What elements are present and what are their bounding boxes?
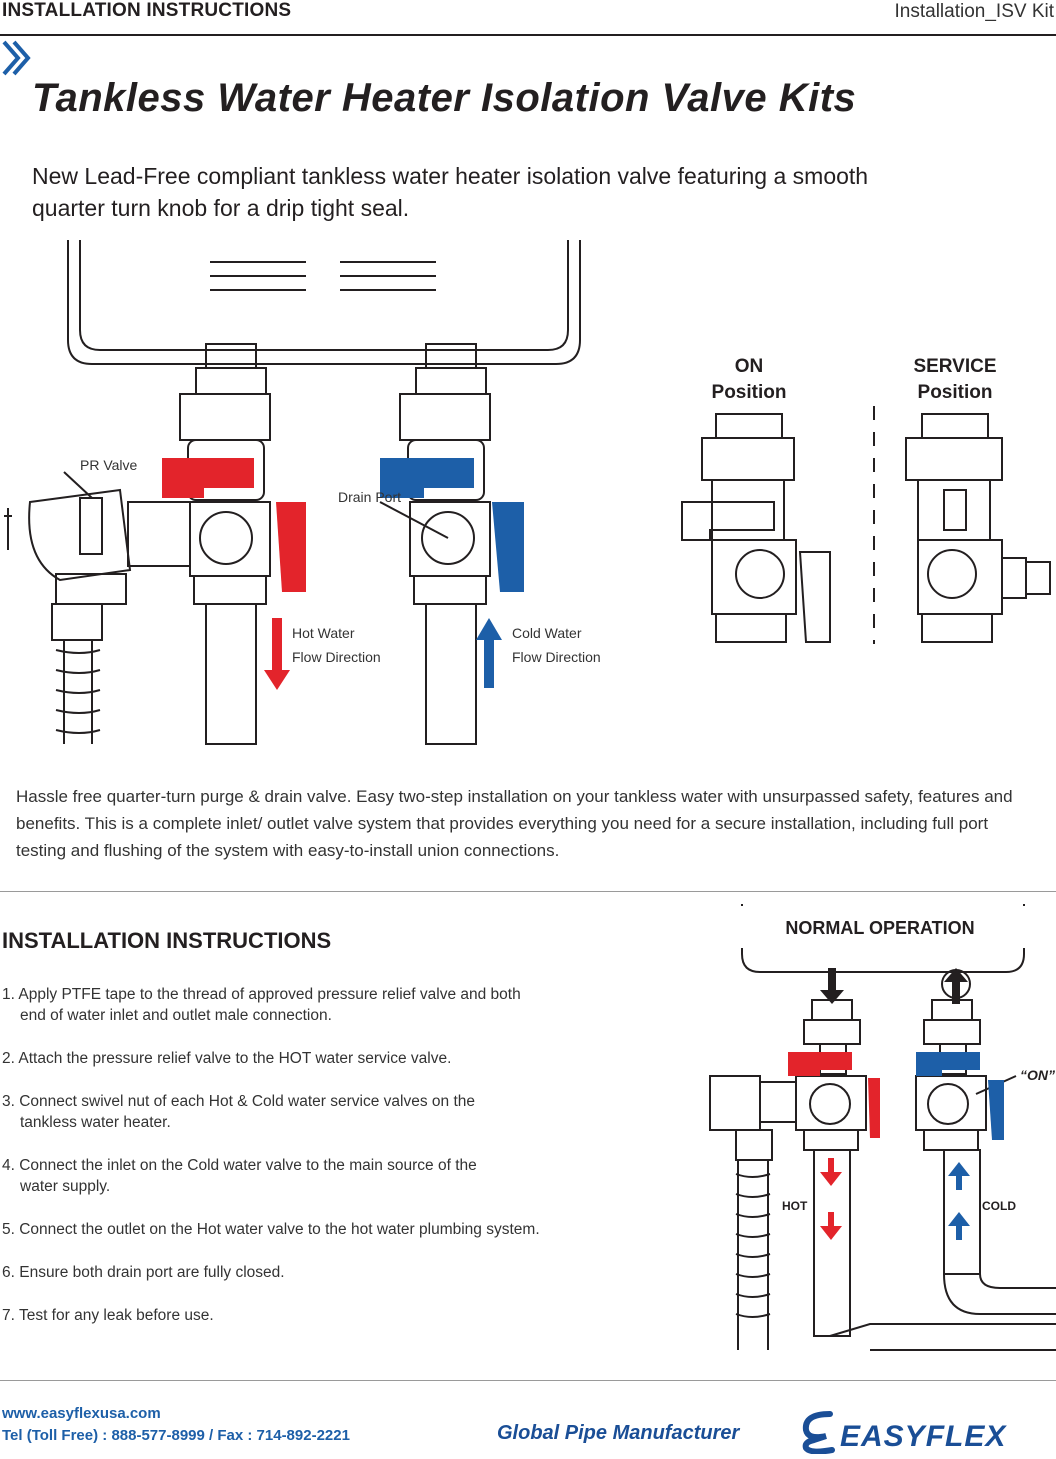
cold-drain-handle (492, 502, 524, 592)
step-4a: 4. Connect the inlet on the Cold water v… (2, 1157, 477, 1174)
hot-valve-handle (162, 458, 254, 498)
normal-operation-diagram: NORMAL OPERATION HOT COLD “ON” (709, 904, 1056, 1351)
footer-slogan: Global Pipe Manufacturer (497, 1422, 740, 1444)
step-1b: end of water inlet and outlet male conne… (20, 1007, 332, 1024)
cold-valve-handle (380, 458, 474, 498)
cold-flow-label-1: Cold Water (512, 625, 582, 641)
valve-assembly-diagram: PR Valve Drain Port Hot Water Flow Direc… (4, 240, 1051, 745)
step-5: 5. Connect the outlet on the Hot water v… (2, 1221, 540, 1238)
cold-flow-label-2: Flow Direction (512, 649, 601, 665)
header-doc-id: Installation_ISV Kit (894, 1, 1054, 22)
subtitle-line-2: quarter turn knob for a drip tight seal. (32, 195, 410, 221)
section-divider (0, 891, 1056, 892)
instructions-heading: INSTALLATION INSTRUCTIONS (2, 928, 332, 953)
on-position-label-1: ON (735, 356, 764, 377)
footer-website-link[interactable]: www.easyflexusa.com (2, 1405, 161, 1422)
footer-divider (0, 1380, 1056, 1381)
header-title: INSTALLATION INSTRUCTIONS (2, 0, 292, 21)
step-3b: tankless water heater. (20, 1114, 171, 1131)
chevron-right-icon (2, 40, 31, 76)
hot-flow-label-1: Hot Water (292, 625, 355, 641)
service-position-label-1: SERVICE (913, 356, 996, 377)
subtitle-line-1: New Lead-Free compliant tankless water h… (32, 163, 869, 189)
step-1a: 1. Apply PTFE tape to the thread of appr… (2, 986, 521, 1003)
hot-label: HOT (782, 1199, 808, 1213)
service-position-label-2: Position (918, 382, 993, 403)
pr-valve-label: PR Valve (80, 457, 138, 473)
on-label: “ON” (1020, 1067, 1055, 1083)
heater-body (67, 240, 581, 365)
on-position-label-2: Position (712, 382, 787, 403)
product-description: Hassle free quarter-turn purge & drain v… (16, 787, 1013, 860)
step-3a: 3. Connect swivel nut of each Hot & Cold… (2, 1093, 475, 1110)
hot-drain-handle (276, 502, 306, 592)
brand-name: EASYFLEX (840, 1420, 1007, 1453)
drain-port-label: Drain Port (338, 489, 401, 505)
page-title: Tankless Water Heater Isolation Valve Ki… (32, 76, 857, 120)
page-subtitle: New Lead-Free compliant tankless water h… (32, 160, 1042, 224)
normal-operation-title: NORMAL OPERATION (785, 918, 974, 938)
step-4b: water supply. (20, 1178, 111, 1195)
step-7: 7. Test for any leak before use. (2, 1307, 214, 1324)
hot-flow-label-2: Flow Direction (292, 649, 381, 665)
hot-flow-arrow (264, 670, 290, 690)
top-header: INSTALLATION INSTRUCTIONS Installation_I… (0, 0, 1056, 36)
step-6: 6. Ensure both drain port are fully clos… (2, 1264, 285, 1281)
cold-flow-arrow (476, 618, 502, 640)
cold-label: COLD (982, 1199, 1016, 1213)
instruction-steps: 1. Apply PTFE tape to the thread of appr… (2, 984, 682, 1326)
step-2: 2. Attach the pressure relief valve to t… (2, 1050, 452, 1067)
easyflex-logo-icon (802, 1411, 835, 1454)
footer-phone-fax: Tel (Toll Free) : 888-577-8999 / Fax : 7… (2, 1427, 350, 1444)
